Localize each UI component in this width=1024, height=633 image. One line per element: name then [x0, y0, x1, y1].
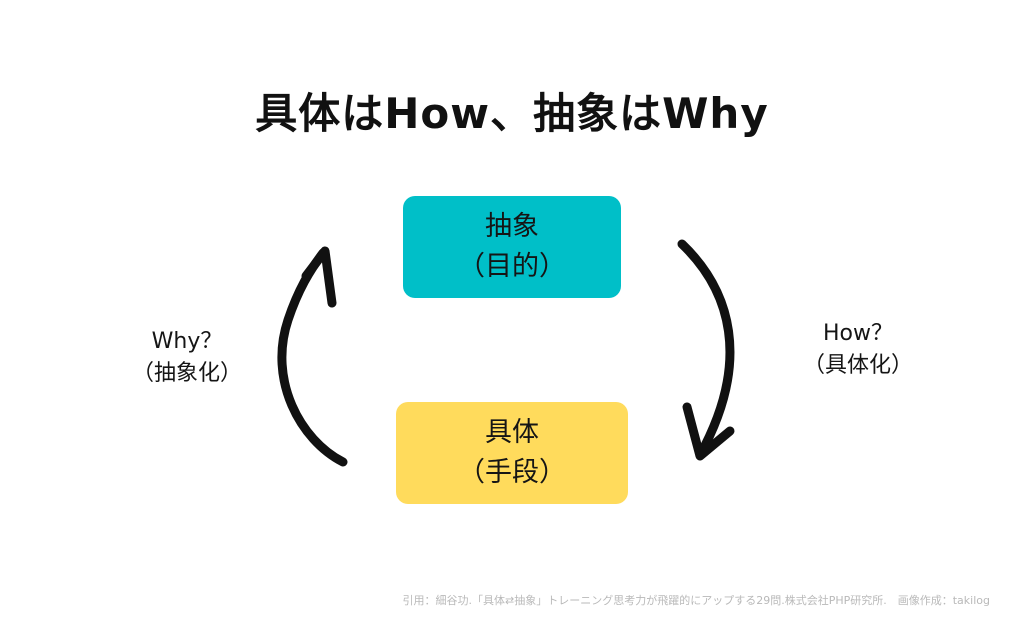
concrete-box-sublabel: （手段） [458, 457, 566, 488]
diagram-title: 具体はHow、抽象はWhy [255, 89, 769, 138]
why-label-process: （抽象化） [131, 361, 242, 386]
concrete-box: 具体 （手段） [396, 402, 628, 504]
how-label-question: How？ [823, 321, 893, 346]
how-label-process: （具体化） [802, 353, 913, 378]
why-label-question: Why？ [151, 329, 223, 354]
curved-arrow-up-icon [277, 246, 348, 467]
abstract-box-label: 抽象 [485, 211, 539, 242]
how-label: How？ （具体化） [783, 318, 933, 382]
why-label: Why？ （抽象化） [112, 326, 262, 390]
citation-text: 引用：細谷功.「具体⇄抽象」トレーニング思考力が飛躍的にアップする29問.株式会… [402, 594, 991, 607]
concrete-box-label: 具体 [485, 417, 539, 448]
abstract-box: 抽象 （目的） [403, 196, 621, 298]
abstract-box-sublabel: （目的） [458, 251, 566, 282]
curved-arrow-down-icon [677, 239, 735, 461]
